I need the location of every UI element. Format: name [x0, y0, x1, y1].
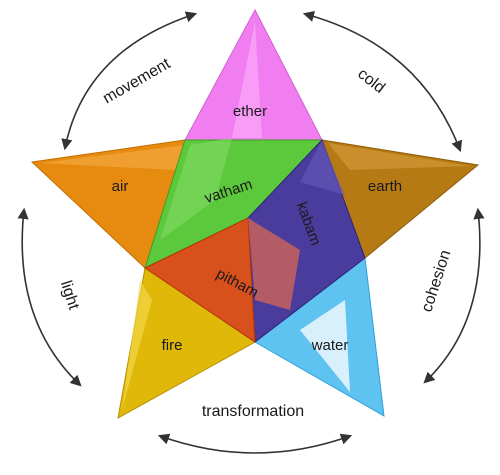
transformation-label: transformation	[202, 403, 304, 420]
cohesion-label: cohesion	[418, 248, 454, 314]
earth-label: earth	[368, 178, 402, 195]
cold-label: cold	[354, 65, 388, 96]
water-label: water	[311, 337, 349, 354]
air-label: air	[112, 178, 129, 195]
fire-label: fire	[162, 337, 183, 354]
ether-label: ether	[233, 103, 267, 120]
light-label: light	[57, 279, 82, 313]
transformation-arrow	[160, 436, 350, 453]
earth-highlight	[328, 143, 470, 170]
